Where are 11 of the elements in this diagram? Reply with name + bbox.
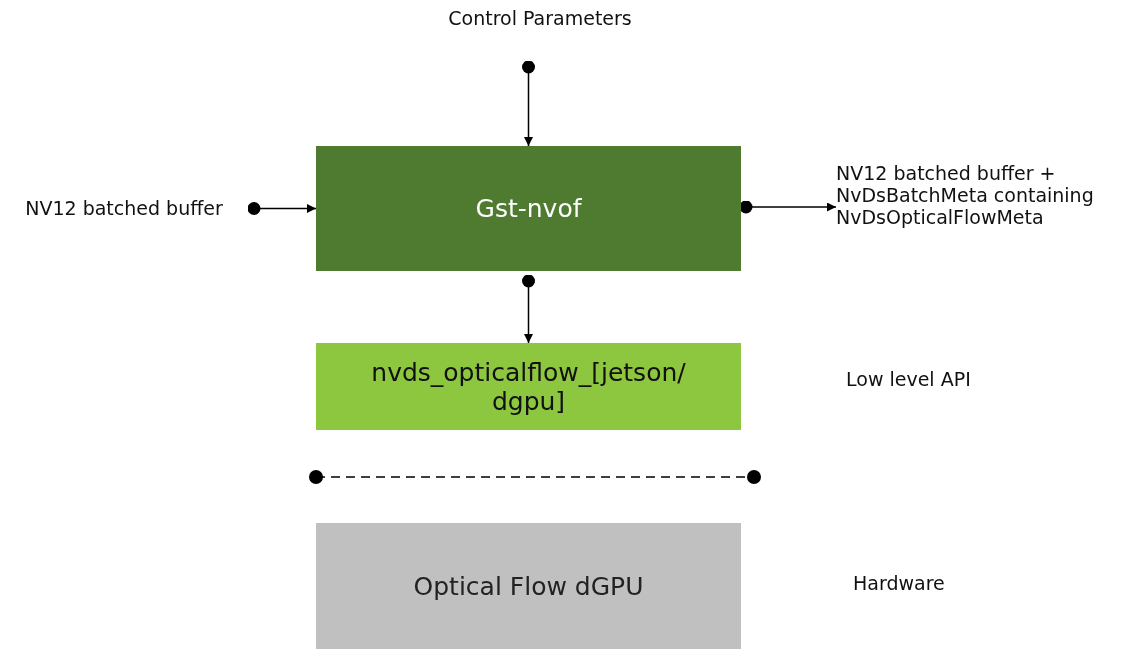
input-label: NV12 batched buffer [8,194,240,222]
layer-label: Low level API [846,368,971,390]
plugin-box: Gst-nvof [316,146,741,271]
arrow [522,274,535,344]
layer-label: Hardware [853,572,945,594]
api-box: nvds_opticalflow_[jetson/ dgpu] [316,343,741,430]
output-label: NV12 batched buffer + NvDsBatchMeta containing NvDsOpticalFlowMeta [836,162,1136,252]
input-label: Control Parameters [430,4,650,32]
hardware-box: Optical Flow dGPU [316,523,741,649]
arrow [522,60,535,147]
arrow [247,202,317,215]
